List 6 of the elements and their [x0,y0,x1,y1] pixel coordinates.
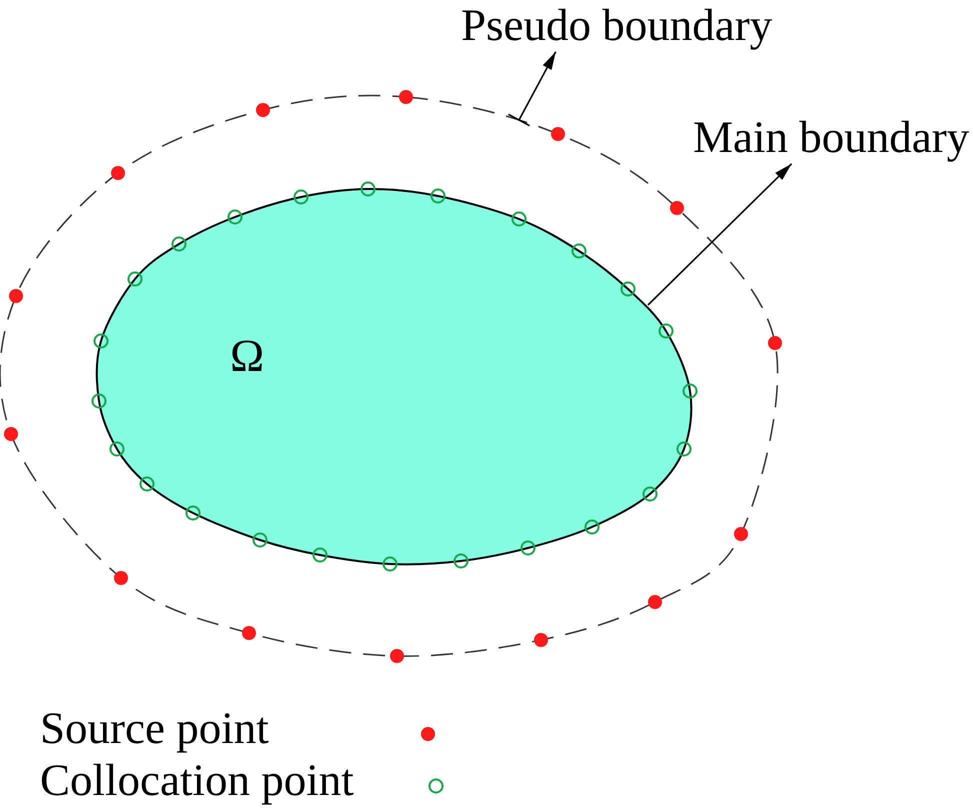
legend-label: Collocation point [40,755,354,807]
callout-label: Pseudo boundary [461,0,772,52]
legend-label: Source point [40,703,269,755]
callout-label: Main boundary [693,112,970,164]
domain-region [94,185,694,567]
region-symbol: Ω [230,330,264,383]
